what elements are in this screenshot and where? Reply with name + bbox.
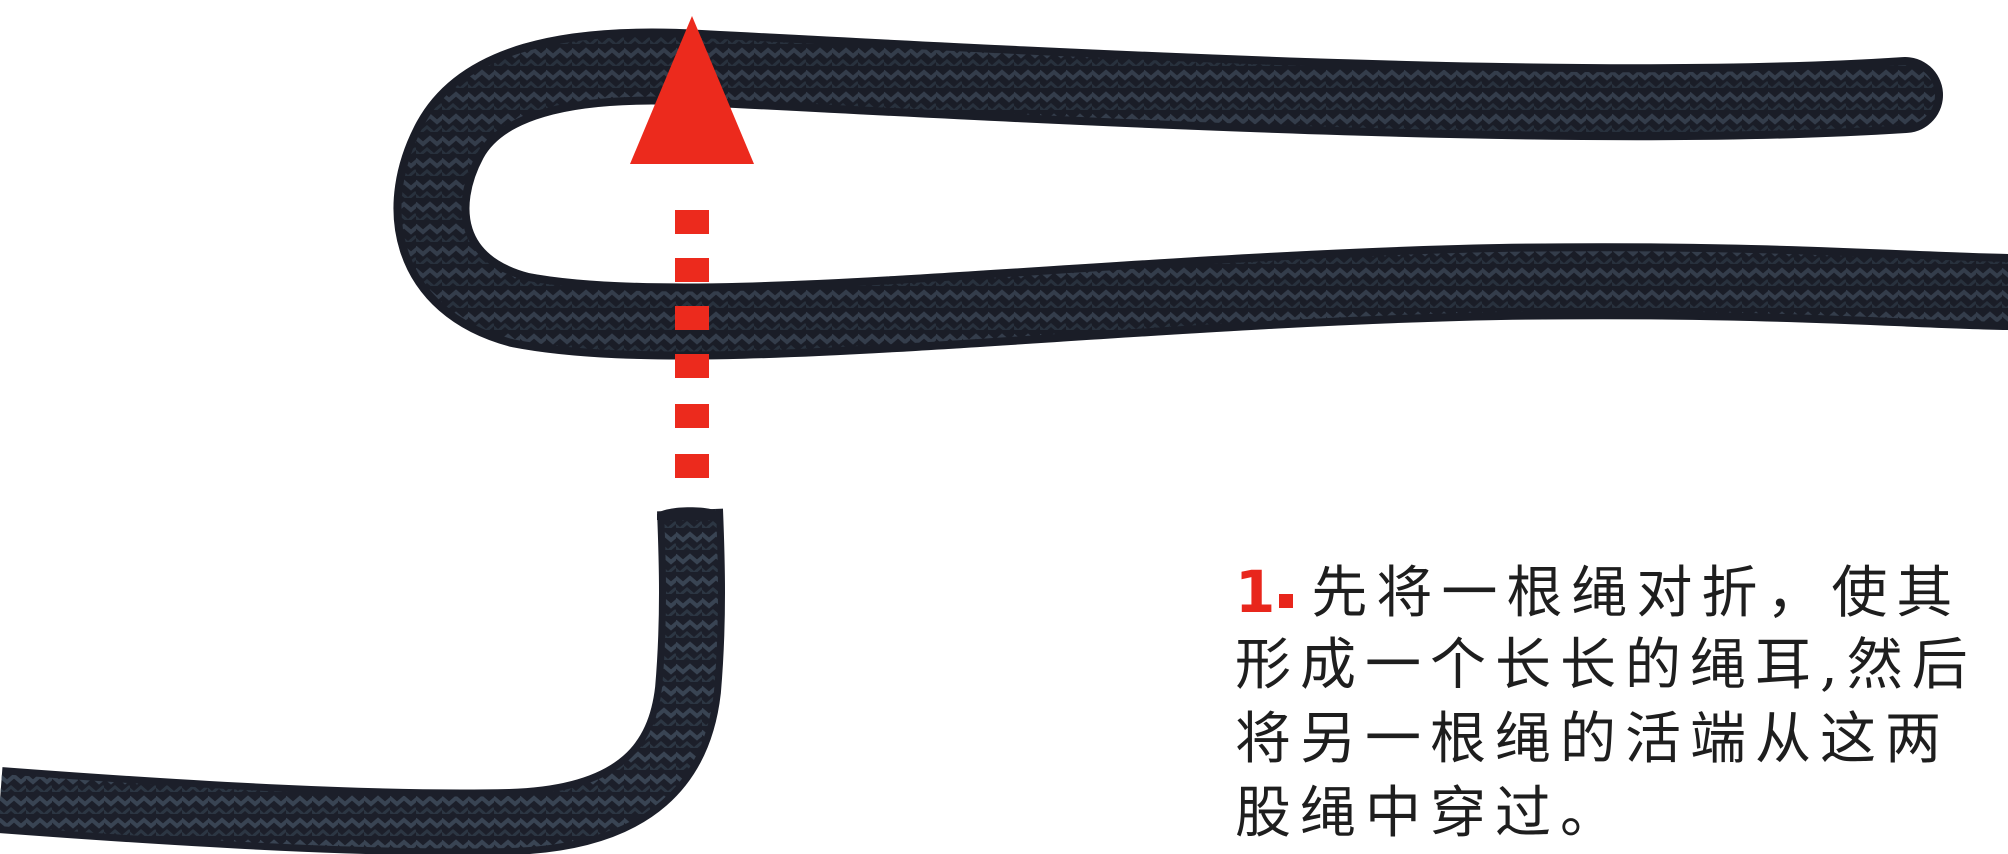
arrow-dash [675,404,709,428]
arrow-dash [675,210,709,234]
arrow-dash [675,258,709,282]
step-number-dot [1279,594,1294,608]
arrow-head [630,16,754,164]
second-rope-working-end [0,507,725,854]
caption-text: 先将一根绳对折，使其 [1311,561,1962,626]
caption-line-3: 将另一根绳的活端从这两 [1235,707,1950,772]
folded-rope-bight [393,28,2008,360]
rope-cut-end [657,507,723,520]
caption-line-2: 形成一个长长的绳耳,然后 [1235,633,1977,698]
step-number: 1 [1235,558,1276,626]
step-caption: 1 先将一根绳对折，使其 形成一个长长的绳耳,然后 将另一根绳的活端从这两 股绳中… [1235,555,2008,854]
arrow-dash [675,306,709,330]
caption-line-4: 股绳中穿过。 [1235,781,1625,846]
caption-line-1: 1 先将一根绳对折，使其 [1235,555,2008,629]
arrow-dash [675,454,709,478]
arrow-dash [675,354,709,378]
upward-dashed-arrow [630,16,754,478]
